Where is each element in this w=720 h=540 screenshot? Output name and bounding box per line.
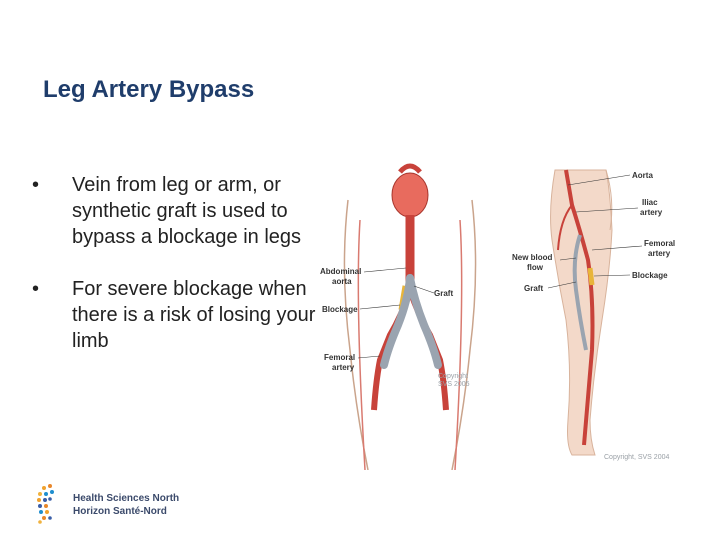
bypass-illustration: Abdominal aorta Graft Blockage Femoral a… (320, 163, 675, 470)
label-blockage-right: Blockage (632, 271, 668, 280)
label-graft-right: Graft (524, 284, 543, 293)
label-aorta-right: Aorta (632, 171, 653, 180)
logo-line-french: Horizon Santé-Nord (73, 506, 167, 517)
torso-anatomy-figure: Abdominal aorta Graft Blockage Femoral a… (320, 163, 477, 470)
label-new-blood-flow: New blood (512, 253, 553, 262)
bullet-text: Vein from leg or arm, or synthetic graft… (72, 174, 302, 248)
copyright-right: Copyright, SVS 2004 (604, 454, 669, 461)
label-iliac-right-2: artery (640, 208, 663, 217)
label-abdominal-aorta: Abdominal (320, 267, 361, 276)
bullet-list: • Vein from leg or arm, or synthetic graf… (30, 172, 320, 380)
copyright-left: Copyright (438, 373, 468, 380)
label-graft-left: Graft (434, 289, 453, 298)
label-femoral-left: Femoral (324, 353, 355, 362)
bullet-item: • Vein from leg or arm, or synthetic graf… (30, 172, 320, 250)
label-femoral-left-2: artery (332, 363, 355, 372)
label-blockage-left: Blockage (322, 305, 358, 314)
bullet-item: • For severe blockage when there is a ris… (30, 276, 320, 354)
label-new-blood-flow-2: flow (527, 263, 544, 272)
hsn-logo-icon (37, 484, 54, 524)
bullet-dot: • (32, 278, 40, 300)
copyright-left-2: SVS 2005 (438, 381, 470, 388)
label-femoral-right: Femoral (644, 239, 675, 248)
bullet-dot: • (32, 174, 40, 196)
label-iliac-right: Iliac (642, 198, 658, 207)
label-femoral-right-2: artery (648, 249, 671, 258)
slide-title: Leg Artery Bypass (43, 76, 255, 103)
bullet-text: For severe blockage when there is a risk… (72, 278, 316, 352)
label-abdominal-aorta-2: aorta (332, 277, 352, 286)
hsn-logo-text: Health Sciences North Horizon Santé-Nord (73, 492, 179, 518)
logo-line-english: Health Sciences North (73, 493, 180, 504)
leg-anatomy-figure: Aorta Iliac artery Femoral artery New bl… (512, 169, 675, 461)
